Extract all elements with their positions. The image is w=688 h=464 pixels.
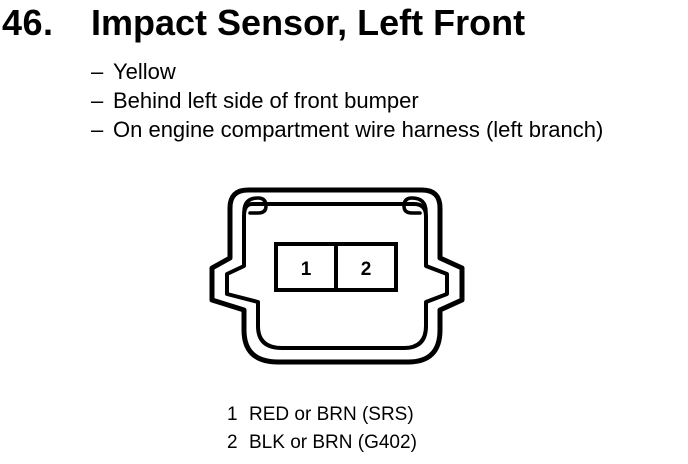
detail-text: Yellow xyxy=(113,59,176,84)
pin-row: 2 BLK or BRN (G402) xyxy=(227,429,417,457)
right-lock-tab xyxy=(402,196,428,215)
pin-description: RED or BRN (SRS) xyxy=(249,404,414,425)
cavity-1: 1 xyxy=(274,242,338,292)
left-lock-tab xyxy=(242,196,268,215)
pin-description: BLK or BRN (G402) xyxy=(249,432,417,453)
bullet-dash: – xyxy=(91,117,104,142)
connector-outer-housing xyxy=(209,187,465,365)
pin-number: 2 xyxy=(227,432,238,453)
cavity-2-label: 2 xyxy=(361,259,372,280)
cavity-1-label: 1 xyxy=(301,259,312,280)
detail-harness: –On engine compartment wire harness (lef… xyxy=(91,115,603,144)
pin-assignment-list: 1 RED or BRN (SRS) 2 BLK or BRN (G402) xyxy=(227,401,417,457)
connector-face-diagram: 1 2 xyxy=(209,187,465,365)
pin-number: 1 xyxy=(227,404,238,425)
bullet-dash: – xyxy=(91,88,104,113)
detail-location: –Behind left side of front bumper xyxy=(91,86,603,115)
pin-row: 1 RED or BRN (SRS) xyxy=(227,401,417,429)
component-details: –Yellow –Behind left side of front bumpe… xyxy=(91,57,603,144)
detail-color: –Yellow xyxy=(91,57,603,86)
detail-text: On engine compartment wire harness (left… xyxy=(113,117,604,142)
bullet-dash: – xyxy=(91,59,104,84)
section-number: 46. xyxy=(2,2,54,43)
component-title: Impact Sensor, Left Front xyxy=(91,2,526,43)
cavity-2: 2 xyxy=(334,242,398,292)
detail-text: Behind left side of front bumper xyxy=(113,88,419,113)
